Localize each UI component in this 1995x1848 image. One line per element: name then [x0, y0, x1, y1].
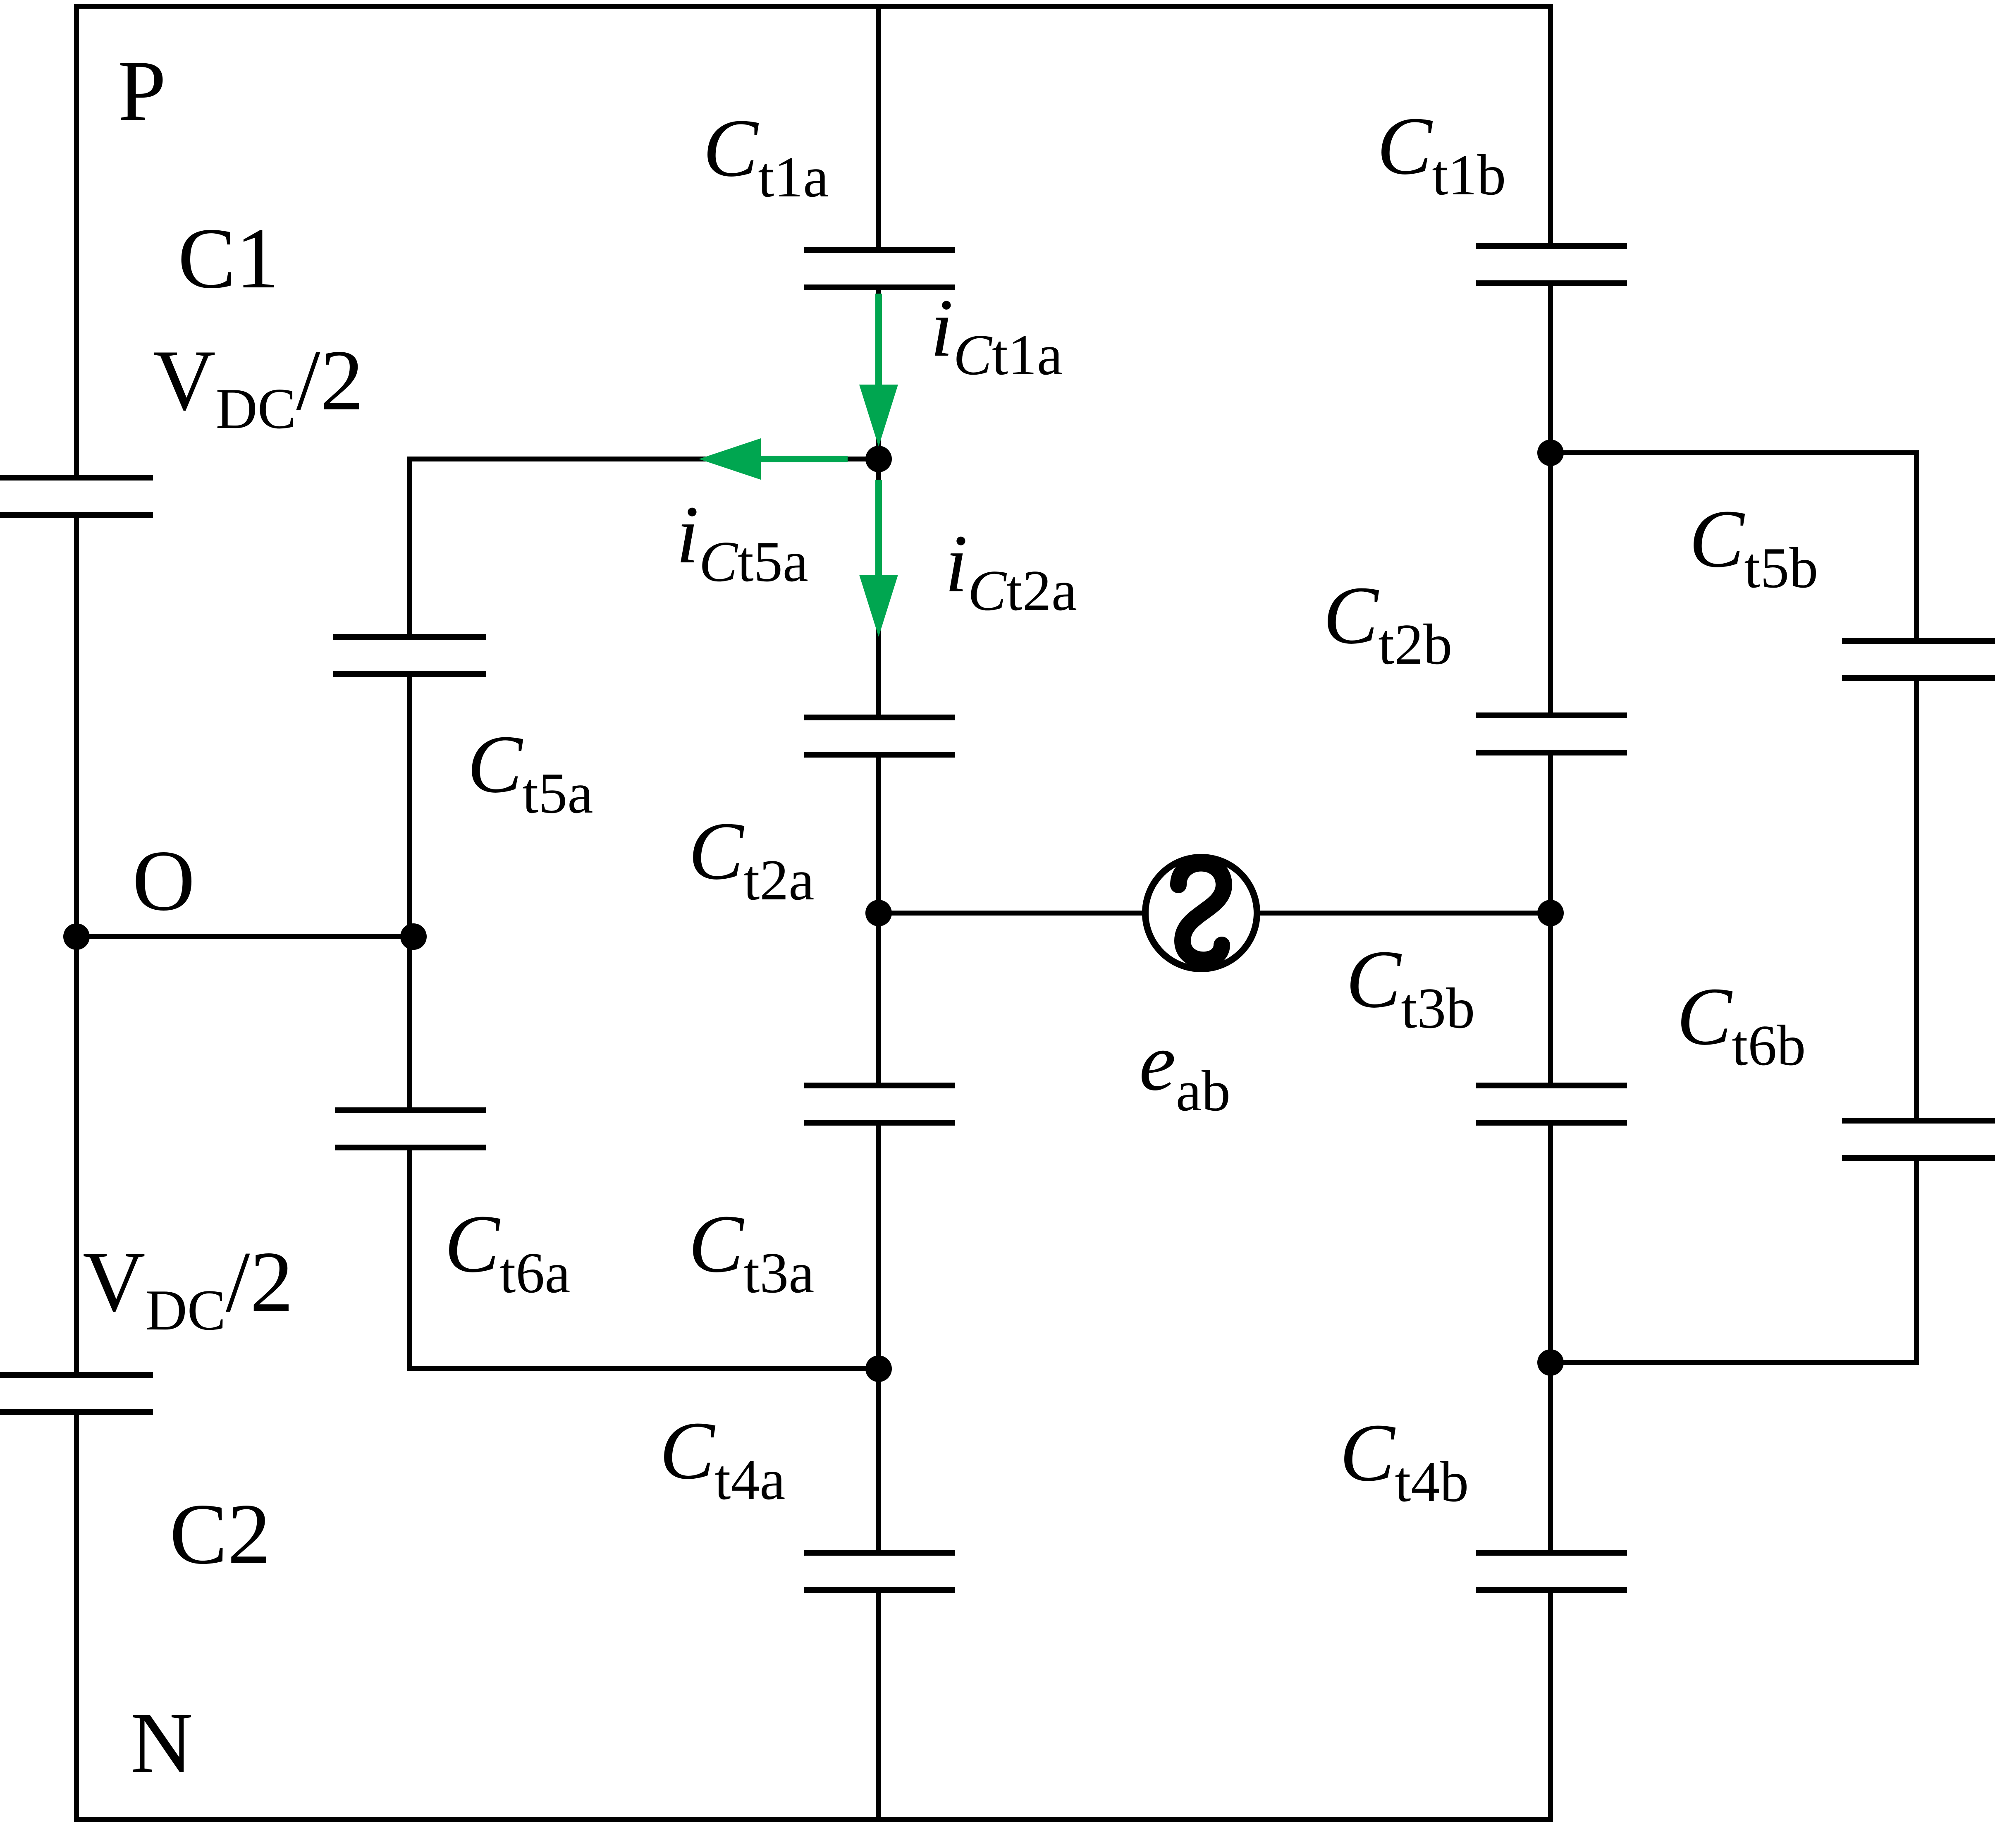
c1-voltage-label: VDC/2 [153, 332, 364, 441]
ct3b-label: Ct3b [1346, 934, 1475, 1040]
ct2a-label: Ct2a [688, 806, 814, 912]
junctions [63, 440, 1564, 1382]
source-label: eab [1139, 1016, 1230, 1123]
ct6b-label: Ct6b [1677, 971, 1806, 1078]
c2-voltage-label: VDC/2 [83, 1234, 294, 1342]
ct1a-label: Ct1a [703, 103, 829, 209]
ct2b-label: Ct2b [1323, 570, 1452, 677]
ict2a-label: iCt2a [945, 518, 1077, 623]
ac-source-symbol [1170, 855, 1233, 968]
arrow-ict5a-head [699, 438, 761, 480]
junction-ct1b-ct2b [1537, 440, 1564, 466]
junction-ct3a-ct4a [865, 1356, 892, 1382]
ict1a-label: iCt1a [930, 282, 1063, 387]
junction-o [63, 923, 90, 950]
junction-ct5a-ct6a [400, 923, 427, 950]
ct6a-label: Ct6a [444, 1198, 570, 1305]
current-arrows [699, 294, 898, 637]
junction-ct3b-ct4b [1537, 1349, 1564, 1376]
capacitor-plates [0, 243, 1995, 1593]
arrow-ict2a-head [859, 575, 898, 637]
ct3a-label: Ct3a [688, 1198, 814, 1305]
ct5a-label: Ct5a [467, 719, 593, 825]
junction-ct2b-ct3b [1537, 900, 1564, 926]
node-label-o: O [132, 833, 195, 929]
wires [74, 4, 1919, 1822]
node-label-n: N [130, 1695, 193, 1791]
ct4b-label: Ct4b [1340, 1407, 1469, 1514]
arrow-ict1a-head [859, 385, 898, 447]
c1-label: C1 [178, 210, 279, 306]
junction-ct2a-ct3a [865, 900, 892, 926]
junction-ct1a-ct2a [865, 446, 892, 472]
ict5a-label: iCt5a [676, 489, 808, 594]
ct5b-label: Ct5b [1689, 493, 1818, 600]
c2-label: C2 [170, 1486, 271, 1582]
node-label-p: P [118, 43, 166, 139]
ac-source [1142, 854, 1260, 972]
ct4a-label: Ct4a [659, 1405, 785, 1512]
ct1b-label: Ct1b [1377, 100, 1506, 207]
